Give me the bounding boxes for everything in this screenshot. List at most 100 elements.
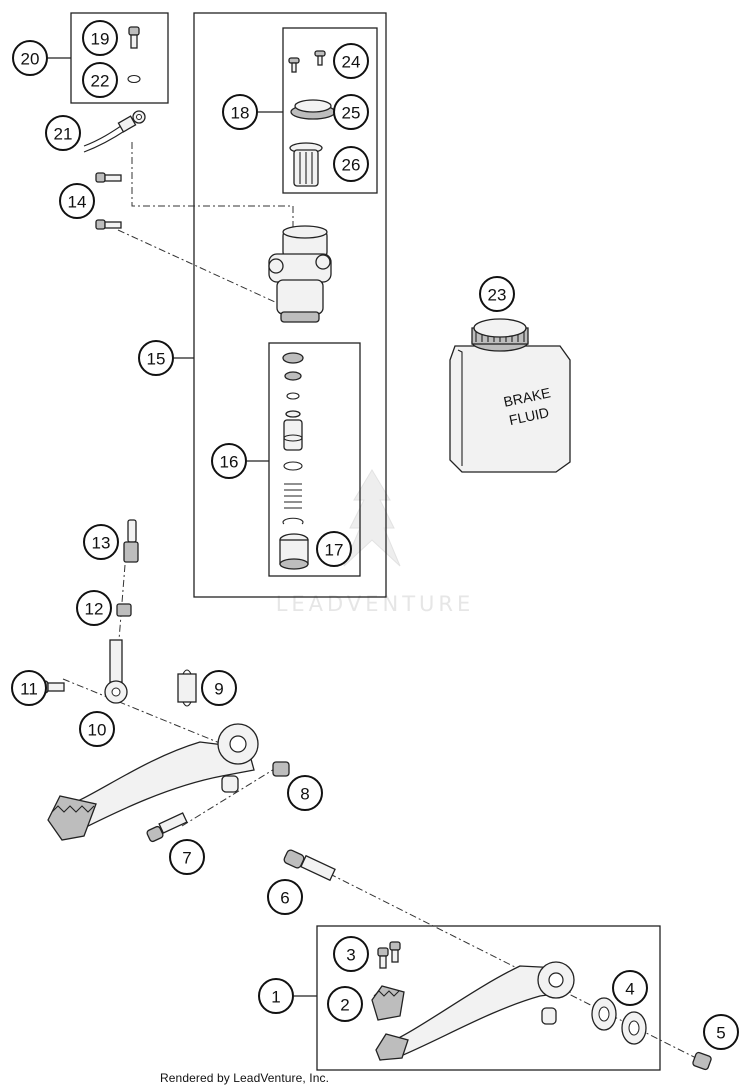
callout-label: 20 (21, 50, 40, 69)
callout-label: 14 (68, 193, 87, 212)
callout-label: 18 (231, 104, 250, 123)
brake-pedal-upper-icon (47, 723, 259, 841)
callout-label: 16 (220, 453, 239, 472)
callout-label: 4 (625, 980, 634, 999)
callout-8[interactable]: 8 (287, 775, 323, 811)
box-group-16 (268, 342, 361, 577)
footer-credit: Rendered by LeadVenture, Inc. (160, 1071, 330, 1085)
callout-circle (479, 276, 515, 312)
callout-16[interactable]: 16 (211, 443, 247, 479)
callout-label: 6 (280, 889, 289, 908)
callout-17[interactable]: 17 (316, 531, 352, 567)
bolt-6-icon (283, 849, 336, 882)
piston-kit-16-icon (279, 352, 309, 570)
callout-5[interactable]: 5 (703, 1014, 739, 1050)
cap-25-icon (290, 99, 336, 120)
callout-21[interactable]: 21 (45, 115, 81, 151)
callout-circle (258, 978, 294, 1014)
callout-label: 21 (54, 125, 73, 144)
callout-circle (82, 62, 118, 98)
callout-circle (82, 20, 118, 56)
callout-circle (333, 936, 369, 972)
callout-6[interactable]: 6 (267, 879, 303, 915)
callout-circle (83, 524, 119, 560)
screw-24-icon (288, 50, 326, 73)
callout-label: 5 (716, 1024, 725, 1043)
callout-circle (12, 40, 48, 76)
callout-circle (201, 670, 237, 706)
callout-label: 19 (91, 30, 110, 49)
callout-23[interactable]: 23 (479, 276, 515, 312)
callout-24[interactable]: 24 (333, 43, 369, 79)
spring-9-icon (177, 669, 197, 707)
nut-5-icon (692, 1051, 712, 1071)
master-cylinder-15-icon (268, 225, 332, 323)
callout-20[interactable]: 20 (12, 40, 48, 76)
callout-22[interactable]: 22 (82, 62, 118, 98)
callout-label: 22 (91, 72, 110, 91)
callout-9[interactable]: 9 (201, 670, 237, 706)
callout-label: 17 (325, 541, 344, 560)
callout-label: 24 (342, 53, 361, 72)
callout-label: 23 (488, 286, 507, 305)
callout-3[interactable]: 3 (333, 936, 369, 972)
screw-3-icon (377, 941, 401, 969)
callout-circle (211, 443, 247, 479)
callout-18[interactable]: 18 (222, 94, 258, 130)
callout-1[interactable]: 1 (258, 978, 294, 1014)
callout-label: 10 (88, 721, 107, 740)
callout-label: 12 (85, 600, 104, 619)
callout-label: 3 (346, 946, 355, 965)
callout-circle (79, 711, 115, 747)
nut-12-icon (116, 603, 132, 617)
box-group-15 (193, 12, 387, 598)
watermark-text: LEADVENTURE (276, 592, 475, 616)
callout-4[interactable]: 4 (612, 970, 648, 1006)
callout-11[interactable]: 11 (11, 670, 47, 706)
nut-8-icon (272, 761, 290, 777)
callout-circle (45, 115, 81, 151)
bolt-19-icon (128, 26, 140, 49)
callout-10[interactable]: 10 (79, 711, 115, 747)
callout-label: 15 (147, 350, 166, 369)
push-rod-13-icon (123, 519, 139, 563)
washer-22-icon (127, 74, 141, 84)
reservoir-26-icon (289, 142, 323, 187)
screw-14-icon (95, 172, 122, 230)
callout-label: 1 (271, 988, 280, 1007)
callout-circle (316, 531, 352, 567)
callout-circle (76, 590, 112, 626)
callout-circle (612, 970, 648, 1006)
hose-21-icon (83, 110, 146, 153)
callout-circle (287, 775, 323, 811)
callout-label: 7 (182, 849, 191, 868)
leader-lines (48, 57, 317, 997)
callout-circle (333, 146, 369, 182)
callout-label: 8 (300, 785, 309, 804)
callout-circle (703, 1014, 739, 1050)
callout-circle (138, 340, 174, 376)
callout-label: 11 (20, 680, 38, 699)
callout-19[interactable]: 19 (82, 20, 118, 56)
callout-circle (333, 43, 369, 79)
callout-26[interactable]: 26 (333, 146, 369, 182)
brake-fluid-23-icon: BRAKE FLUID (449, 318, 571, 473)
callout-label: 2 (340, 996, 349, 1015)
callout-circle (222, 94, 258, 130)
callout-12[interactable]: 12 (76, 590, 112, 626)
callout-circle (169, 839, 205, 875)
callout-15[interactable]: 15 (138, 340, 174, 376)
callout-circle (11, 670, 47, 706)
bolt-7-icon (146, 812, 188, 843)
box-group-1 (316, 925, 661, 1071)
callout-circle (327, 986, 363, 1022)
callout-7[interactable]: 7 (169, 839, 205, 875)
callout-2[interactable]: 2 (327, 986, 363, 1022)
callout-14[interactable]: 14 (59, 183, 95, 219)
callout-13[interactable]: 13 (83, 524, 119, 560)
callout-25[interactable]: 25 (333, 94, 369, 130)
box-group-18 (282, 27, 378, 194)
callout-label: 26 (342, 156, 361, 175)
